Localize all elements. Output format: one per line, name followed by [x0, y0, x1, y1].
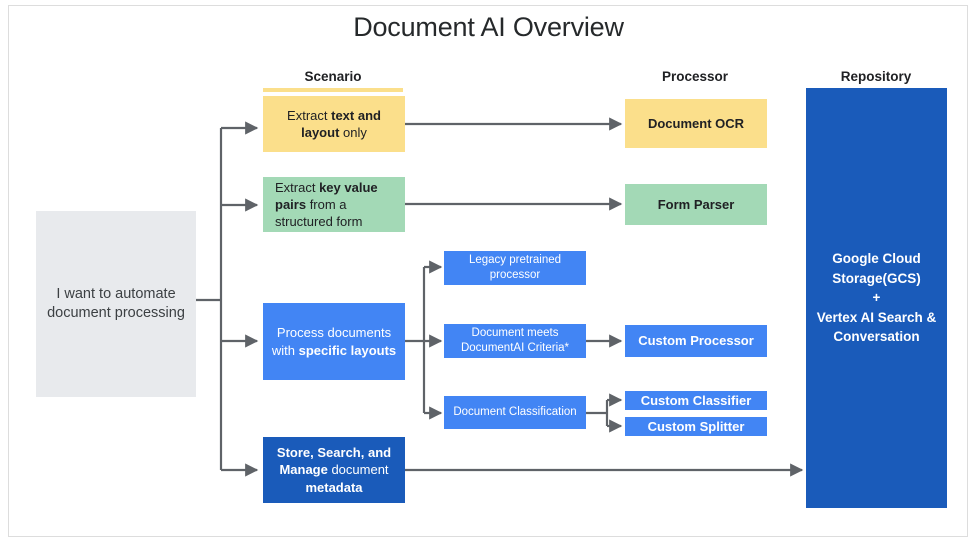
processor-custom-processor-label: Custom Processor — [638, 333, 754, 349]
column-header-repository: Repository — [840, 69, 912, 84]
processor-custom-splitter[interactable]: Custom Splitter — [625, 417, 767, 436]
column-header-processor: Processor — [661, 69, 729, 84]
scenario-extract-text-layout[interactable]: Extract text and layout only — [263, 96, 405, 152]
source-node-label: I want to automate document processing — [47, 285, 185, 321]
processor-form-parser[interactable]: Form Parser — [625, 184, 767, 225]
scenario-extract-text-layout-label: Extract text and layout only — [263, 107, 405, 141]
processor-form-parser-label: Form Parser — [657, 196, 735, 212]
text-pre: Extract — [287, 107, 332, 123]
node-document-classification-label: Document Classification — [453, 405, 577, 418]
repository-line4: Conversation — [833, 329, 920, 345]
scenario-store-search-manage[interactable]: Store, Search, and Manage document metad… — [263, 437, 405, 503]
text-post: only — [339, 125, 367, 140]
scenario-extract-key-value[interactable]: Extract key value pairs from a structure… — [263, 177, 405, 232]
scenario-store-search-manage-label: Store, Search, and Manage document metad… — [263, 444, 405, 495]
node-legacy-pretrained-processor[interactable]: Legacy pretrained processor — [444, 251, 586, 285]
text-strong: key value pairs — [275, 179, 378, 212]
text-post: from a structured form — [275, 196, 363, 230]
repository-line2: Storage(GCS) — [832, 270, 921, 286]
repository-node-label: Google Cloud Storage(GCS) + Vertex AI Se… — [811, 249, 943, 347]
text-strong: Store, Search, and Manage — [276, 445, 392, 478]
processor-custom-splitter-label: Custom Splitter — [647, 418, 745, 434]
page-title: Document AI Overview — [353, 12, 624, 42]
source-node[interactable]: I want to automate document processing — [36, 211, 196, 397]
text-strong: specific layouts — [298, 342, 397, 358]
text-strong: text and layout — [301, 107, 381, 140]
processor-custom-classifier-label: Custom Classifier — [640, 392, 752, 408]
processor-custom-classifier[interactable]: Custom Classifier — [625, 391, 767, 410]
column-accent-scenario — [263, 88, 403, 92]
repository-line1: Google Cloud — [832, 251, 921, 267]
scenario-extract-key-value-label: Extract key value pairs from a structure… — [263, 179, 405, 230]
node-document-classification[interactable]: Document Classification — [444, 396, 586, 429]
processor-custom-processor[interactable]: Custom Processor — [625, 325, 767, 357]
text-mid: document — [327, 462, 389, 478]
text-post: metadata — [305, 479, 363, 495]
node-document-meets-criteria[interactable]: Document meets DocumentAI Criteria* — [444, 324, 586, 358]
repository-node[interactable]: Google Cloud Storage(GCS) + Vertex AI Se… — [806, 88, 947, 508]
text-pre: Process documents with — [271, 325, 392, 358]
processor-document-ocr[interactable]: Document OCR — [625, 99, 767, 148]
processor-document-ocr-label: Document OCR — [647, 115, 745, 131]
node-document-meets-criteria-label: Document meets DocumentAI Criteria* — [460, 326, 569, 354]
repository-plus: + — [872, 290, 881, 306]
column-header-scenario: Scenario — [304, 69, 362, 84]
scenario-process-specific-layouts-label: Process documents with specific layouts — [263, 324, 405, 358]
repository-line3: Vertex AI Search & — [816, 309, 937, 325]
text-pre: Extract — [275, 179, 320, 195]
scenario-process-specific-layouts[interactable]: Process documents with specific layouts — [263, 303, 405, 380]
node-legacy-pretrained-processor-label: Legacy pretrained processor — [468, 253, 562, 281]
